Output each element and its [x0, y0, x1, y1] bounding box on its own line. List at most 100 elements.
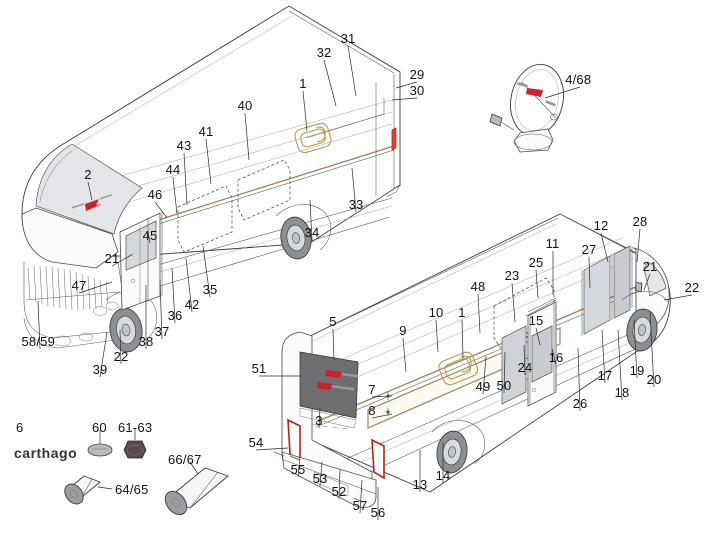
leader-line-53	[319, 461, 323, 487]
leader-line-25	[535, 269, 539, 299]
hatch-outline-left	[177, 185, 233, 253]
callout-28: 28	[632, 214, 648, 229]
leader-line-7	[371, 395, 393, 398]
leader-line-41	[205, 138, 212, 185]
callout-22: 22	[113, 349, 129, 364]
leader-line-10	[435, 319, 439, 353]
leader-line-26	[577, 347, 581, 412]
callout-48: 48	[470, 279, 486, 294]
callout-24: 24	[517, 360, 533, 375]
callout-25: 25	[528, 255, 544, 270]
dark-cap	[123, 440, 147, 459]
callout-16: 16	[548, 350, 564, 365]
leader-line-15	[535, 327, 541, 346]
callout-21: 21	[104, 251, 120, 266]
callout-14: 14	[435, 468, 451, 483]
leader-line-55	[297, 455, 301, 478]
callout-7: 7	[368, 382, 376, 397]
leader-line-33	[351, 167, 357, 213]
callout-12: 12	[593, 218, 609, 233]
leader-line-27	[588, 256, 591, 289]
callout-31: 31	[340, 31, 356, 46]
callout-45: 45	[142, 228, 158, 243]
callout-41: 41	[198, 124, 214, 139]
callout-17: 17	[597, 368, 613, 383]
leader-line-45	[147, 231, 151, 244]
leader-line-29	[395, 81, 418, 89]
leader-line-28	[636, 228, 641, 263]
leader-line-21	[643, 273, 651, 291]
callout-22: 22	[684, 280, 700, 295]
door-lower-panel	[501, 325, 527, 405]
callout-32: 32	[316, 45, 332, 60]
callout-13: 13	[412, 477, 428, 492]
callout-34: 34	[304, 225, 320, 240]
callout-5: 5	[329, 314, 337, 329]
leader-line-44	[172, 176, 178, 215]
callout-40: 40	[237, 98, 253, 113]
leader-line-39	[99, 331, 108, 378]
leader-line-52	[338, 469, 341, 500]
leader-line-22	[119, 329, 122, 365]
callout-57: 57	[352, 498, 368, 513]
leader-line-2	[87, 181, 93, 201]
leader-line-23	[511, 282, 516, 323]
leader-line-8	[371, 413, 393, 419]
leader-line-22	[663, 294, 693, 301]
leader-line-30	[391, 97, 418, 101]
leader-line-17	[601, 329, 606, 384]
leader-line-5	[332, 328, 335, 361]
leader-line-36	[171, 267, 176, 324]
leader-line-35	[202, 245, 211, 298]
callout-58-59: 58/59	[21, 334, 56, 349]
callout-39: 39	[92, 362, 108, 377]
front-brand-decal	[72, 194, 112, 211]
leader-line-57	[359, 479, 363, 514]
callout-29: 29	[409, 67, 425, 82]
callout-1: 1	[299, 76, 307, 91]
callout-33: 33	[348, 197, 364, 212]
side-window-2	[613, 245, 631, 319]
callout-18: 18	[614, 385, 630, 400]
legend-label-61-63: 61-63	[118, 420, 153, 435]
callout-46: 46	[147, 187, 163, 202]
leader-line-19	[633, 319, 638, 379]
leader-line-40	[244, 112, 250, 161]
callout-15: 15	[528, 313, 544, 328]
leader-line-3	[318, 407, 321, 429]
large-roll	[164, 467, 229, 516]
leader-line-21	[111, 253, 134, 267]
vehicle-rear-right-view	[273, 213, 671, 508]
leader-line-49	[482, 355, 487, 395]
callout-21: 21	[642, 259, 658, 274]
callout-38: 38	[138, 334, 154, 349]
callout-54: 54	[248, 435, 264, 450]
small-roll	[64, 475, 101, 505]
leader-line-31	[347, 45, 357, 97]
leader-line-58-59	[37, 300, 41, 350]
legend-label-64-65: 64/65	[115, 482, 149, 497]
callout-55: 55	[290, 462, 306, 477]
vehicle-front-left-view	[21, 5, 401, 353]
leader-line-50	[503, 351, 506, 394]
callout-53: 53	[312, 471, 328, 486]
legend-label-66-67: 66/67	[168, 452, 202, 467]
leader-line-32	[323, 59, 337, 107]
satellite-dish-assembly	[489, 63, 564, 153]
leader-line-48	[477, 293, 481, 334]
callout-10: 10	[428, 305, 444, 320]
leader-line-24	[523, 344, 526, 376]
callout-42: 42	[184, 297, 200, 312]
side-gold-decal	[294, 122, 332, 154]
leader-line-4-68	[544, 86, 581, 99]
leader-line-20	[649, 311, 655, 388]
leader-line-34	[309, 199, 313, 241]
callout-52: 52	[331, 484, 347, 499]
callout-27: 27	[581, 242, 597, 257]
callout-49: 49	[475, 379, 491, 394]
leader-line-42	[185, 257, 193, 313]
callout-19: 19	[629, 363, 645, 378]
leader-line-1	[302, 90, 308, 132]
callout-51: 51	[251, 361, 267, 376]
